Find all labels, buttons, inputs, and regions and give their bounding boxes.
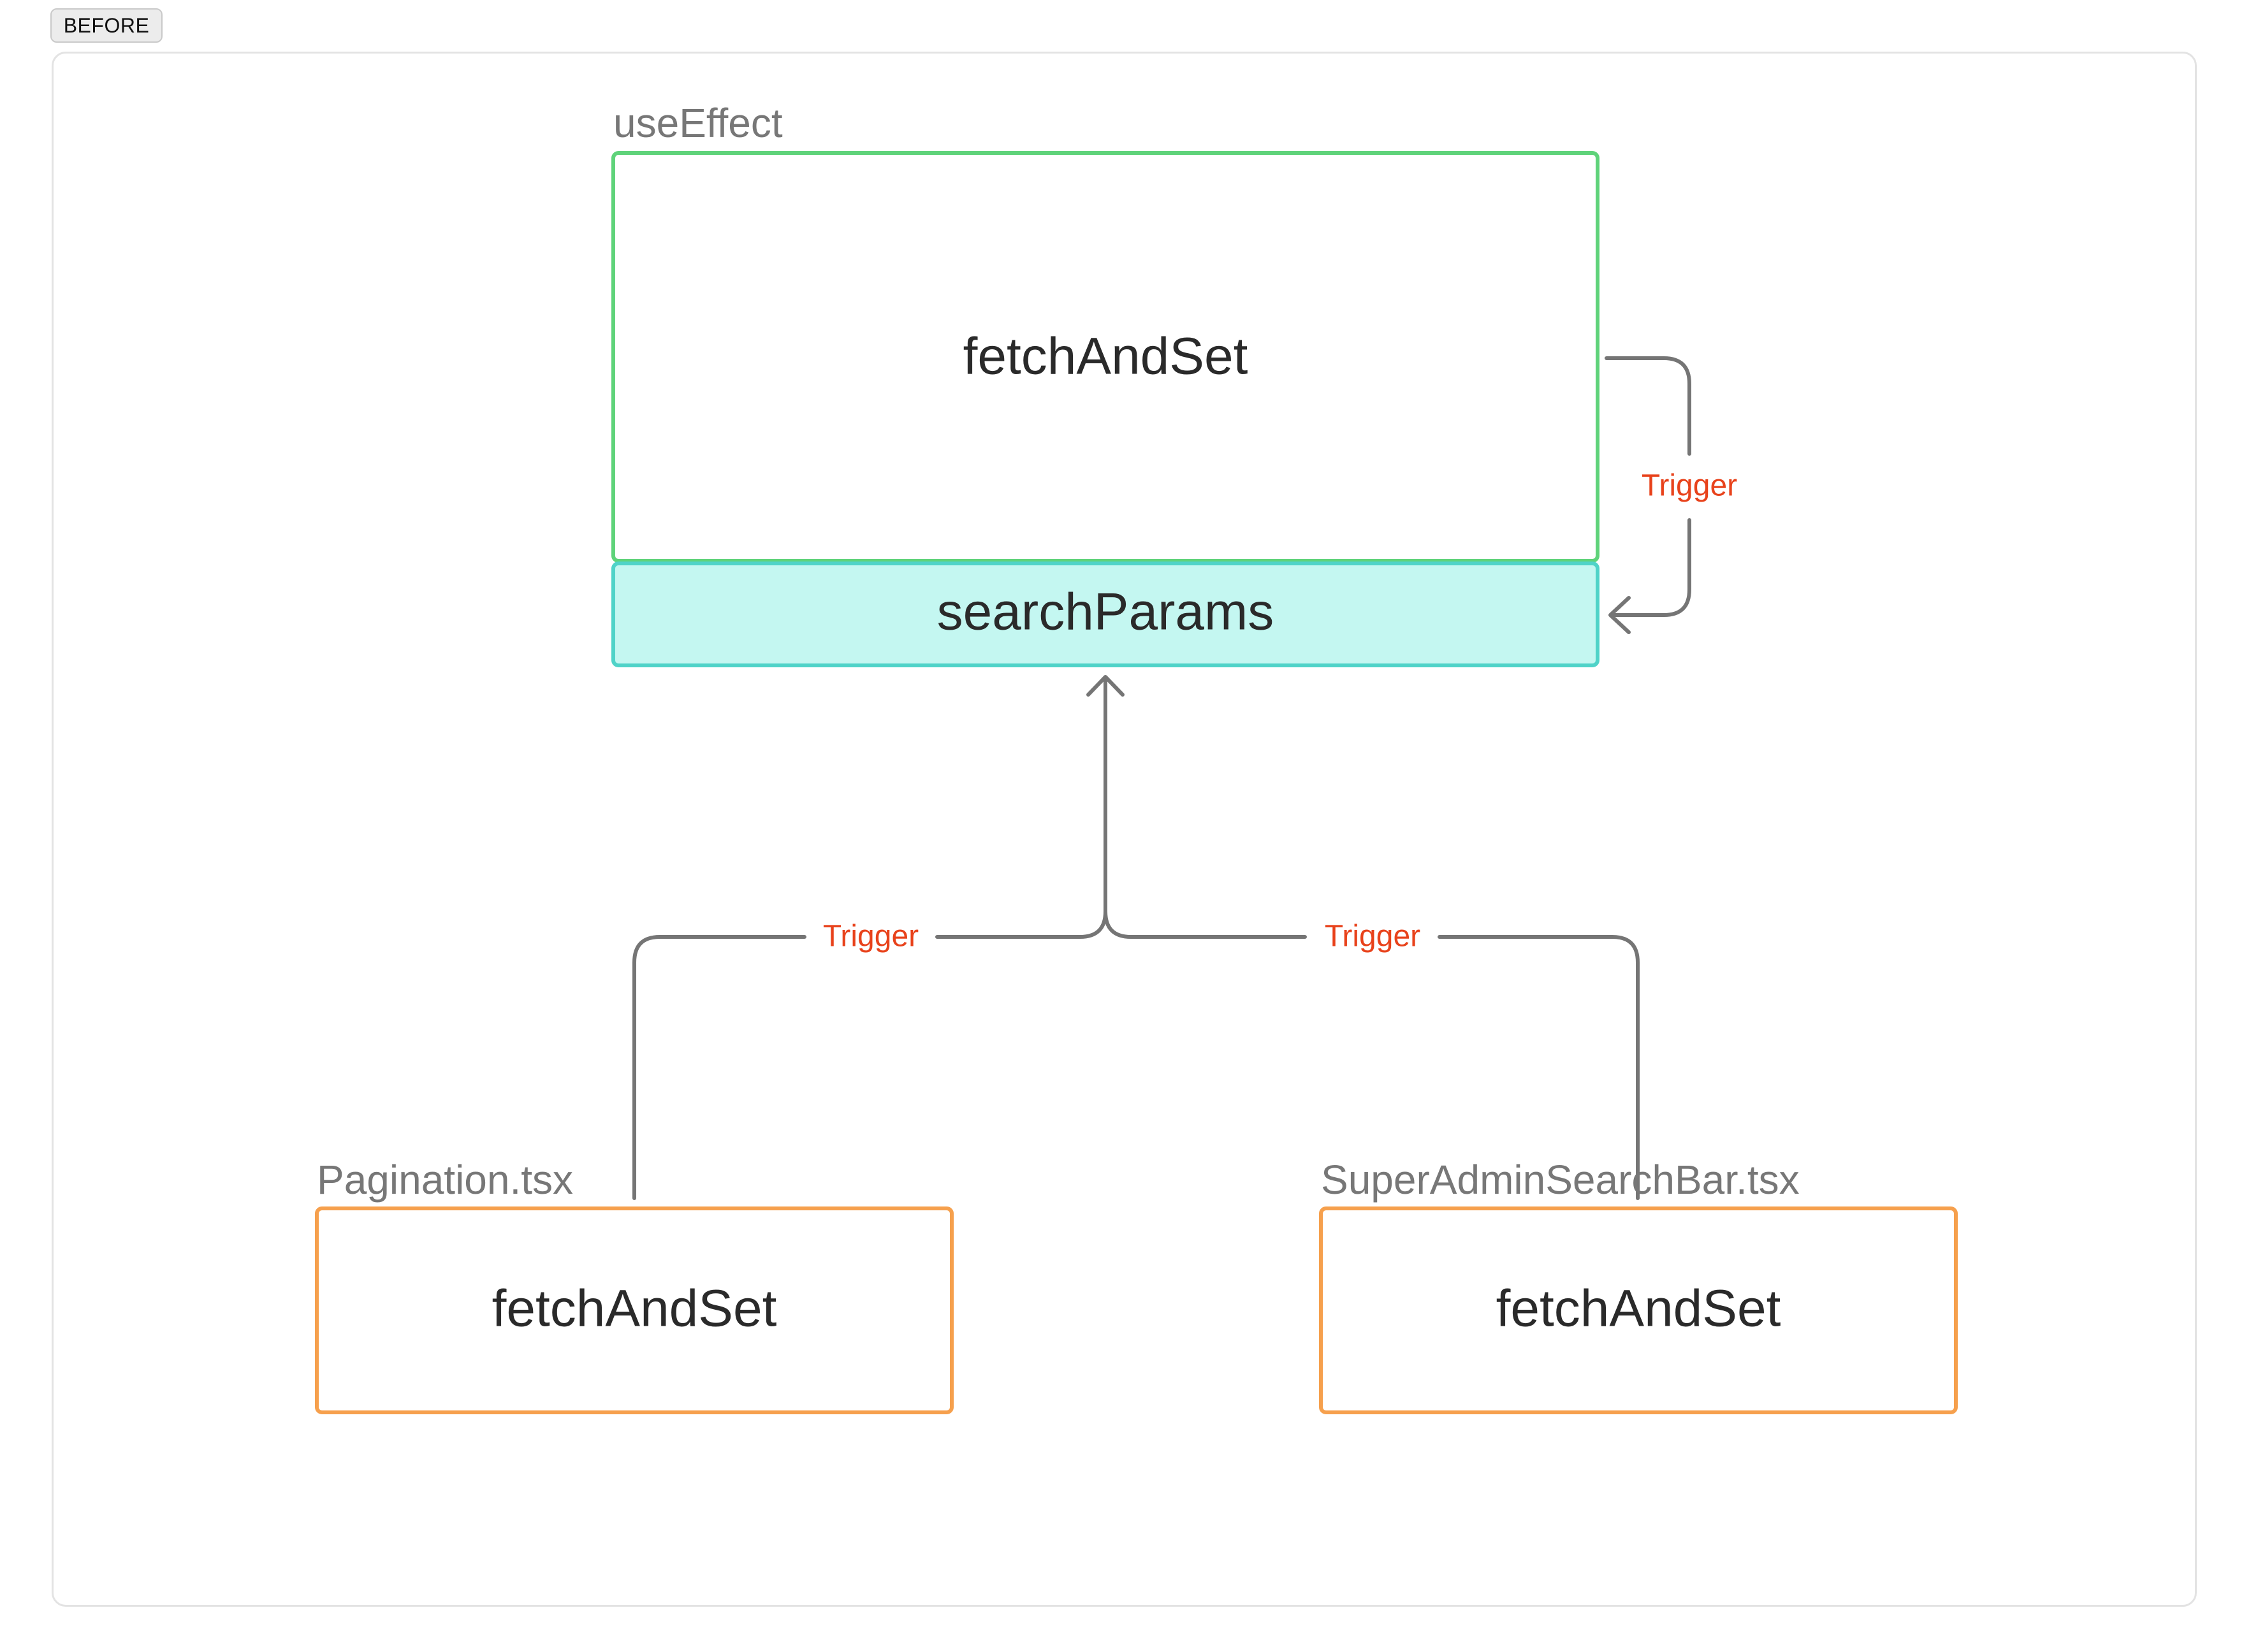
right-trigger-connector-inner [1104, 909, 1307, 939]
self-trigger-label: Trigger [1642, 469, 1737, 503]
left-trigger-label: Trigger [823, 920, 919, 953]
searchbar-group-label: SuperAdminSearchBar.tsx [1321, 1157, 1800, 1203]
right-trigger-label: Trigger [1325, 920, 1420, 953]
useeffect-group-label: useEffect [613, 100, 783, 146]
before-badge: BEFORE [50, 8, 163, 43]
searchparams-box [611, 562, 1599, 667]
searchparams-label: searchParams [937, 583, 1274, 641]
fetchandset-searchbar-box [1319, 1206, 1958, 1414]
right-trigger-connector [1438, 935, 1640, 1200]
left-trigger-connector [632, 935, 806, 1200]
self-trigger-connector [1605, 356, 1691, 456]
fetchandset-effect-label: fetchAndSet [963, 328, 1248, 386]
trunk-arrowhead [1086, 675, 1125, 697]
self-trigger-connector-lower [1610, 518, 1691, 617]
fetchandset-searchbar-label: fetchAndSet [1496, 1280, 1781, 1338]
fetchandset-effect-box [611, 151, 1599, 563]
self-trigger-arrowhead [1608, 596, 1631, 634]
fetchandset-pagination-box [315, 1206, 954, 1414]
left-trigger-connector-inner [935, 909, 1107, 939]
pagination-group-label: Pagination.tsx [317, 1157, 573, 1203]
fetchandset-pagination-label: fetchAndSet [492, 1280, 777, 1338]
